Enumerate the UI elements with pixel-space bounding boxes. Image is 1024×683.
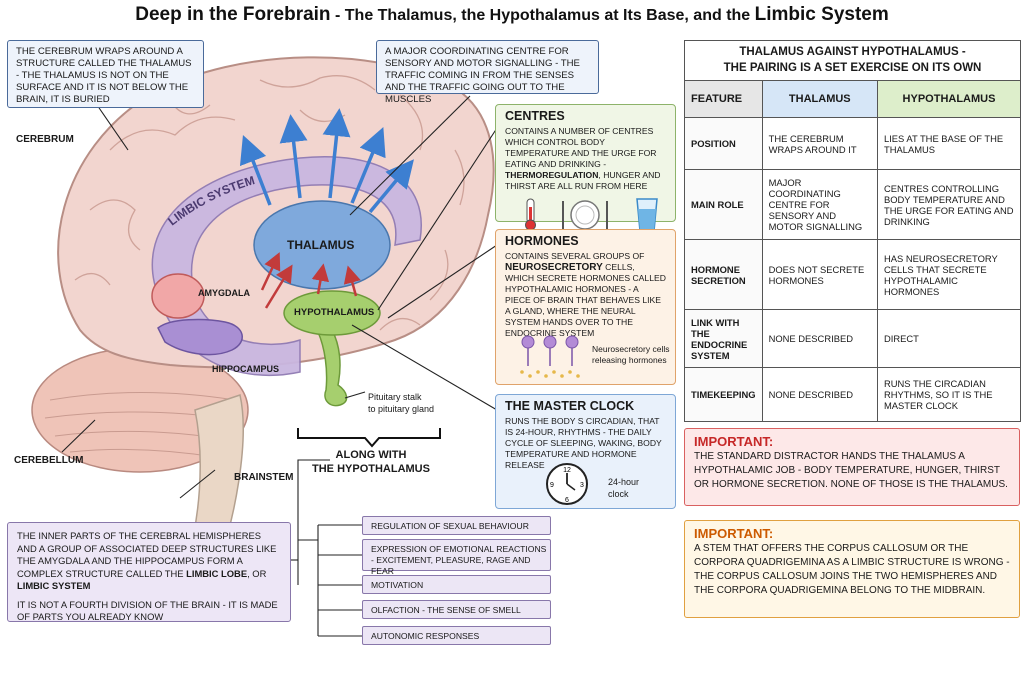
title-part-2: - The Thalamus, the Hypothalamus at Its … xyxy=(330,7,755,24)
function-item: Autonomic responses xyxy=(362,626,551,645)
amygdala-label: AMYGDALA xyxy=(198,288,250,298)
function-item: Motivation xyxy=(362,575,551,594)
important-text-1: The standard distractor hands the thalam… xyxy=(694,451,1008,490)
header-thalamus: THALAMUS xyxy=(761,80,878,118)
hormones-caption-2: releasing hormones xyxy=(592,355,667,365)
hypothalamus-shape xyxy=(283,290,381,336)
hippocampus-label: HIPPOCAMPUS xyxy=(212,364,280,374)
hormones-title: HORMONES xyxy=(505,234,579,248)
neurosecretory-cells-icon xyxy=(520,335,580,378)
hormones-caption-1: Neurosecretory cells xyxy=(592,344,670,354)
pituitary-label-2: to pituitary gland xyxy=(368,404,435,414)
comparison-table: FEATURE THALAMUS HYPOTHALAMUS POSITION T… xyxy=(684,80,1022,422)
centres-card: CENTRES Contains a number of centres whi… xyxy=(495,104,676,232)
title-part-3: Limbic System xyxy=(754,4,889,25)
limbic-system-shape xyxy=(151,156,422,377)
centres-title: CENTRES xyxy=(505,109,565,123)
brain-illustration xyxy=(31,56,498,637)
centres-text: Contains a number of centres which contr… xyxy=(505,126,661,191)
centres-icons xyxy=(525,198,658,232)
page-title: Deep in the Forebrain - The Thalamus, th… xyxy=(0,4,1024,26)
master-clock-title: THE MASTER CLOCK xyxy=(505,399,635,413)
table-row: POSITION The cerebrum wraps around it Li… xyxy=(684,117,1022,170)
important-title-2: IMPORTANT: xyxy=(694,526,774,541)
limbic-system-note: The inner parts of the cerebral hemisphe… xyxy=(7,522,291,622)
amygdala-shape xyxy=(151,273,205,319)
header-feature: FEATURE xyxy=(684,80,763,118)
brainstem-label: BRAINSTEM xyxy=(234,472,294,483)
along-with-label-1: ALONG WITH xyxy=(335,449,407,461)
hypothalamus-bracket xyxy=(297,428,441,448)
clock-caption-1: 24-hour xyxy=(608,477,640,487)
svg-text:6: 6 xyxy=(565,497,569,504)
limbic-label-layer: LIMBIC SYSTEM xyxy=(165,173,256,228)
outgoing-signal-arrows xyxy=(239,108,414,214)
function-item: Expression of emotional reactions - exci… xyxy=(362,539,551,576)
pituitary-label-1: Pituitary stalk xyxy=(368,392,422,402)
clock-icon: 12 3 6 9 xyxy=(546,463,588,505)
coordinating-note: A major coordinating centre for sensory … xyxy=(376,40,599,105)
important-box-limbic: IMPORTANT: A stem that offers the corpus… xyxy=(684,520,1020,618)
functions-connector xyxy=(297,459,362,637)
hormones-text: Contains several groups of neurosecretor… xyxy=(505,251,666,338)
header-hypothalamus: HYPOTHALAMUS xyxy=(876,80,1022,118)
table-row: MAIN ROLE Major coordinating centre for … xyxy=(684,169,1022,240)
table-header-row: FEATURE THALAMUS HYPOTHALAMUS xyxy=(684,80,1022,118)
plate-and-cutlery-icon xyxy=(562,200,608,230)
important-title-1: IMPORTANT: xyxy=(694,434,774,449)
cerebrum-wrap-note: The cerebrum wraps around a structure ca… xyxy=(7,40,204,108)
important-box-thalamus: IMPORTANT: The standard distractor hands… xyxy=(684,428,1020,506)
important-text-2: A stem that offers the corpus callosum o… xyxy=(694,543,1010,596)
master-clock-text: Runs the body s circadian, that is 24-ho… xyxy=(505,416,662,470)
svg-text:12: 12 xyxy=(563,467,571,474)
function-item: Olfaction - the sense of smell xyxy=(362,600,551,619)
cerebellum-label: CEREBELLUM xyxy=(14,455,84,466)
table-row: TIMEKEEPING None described Runs the circ… xyxy=(684,367,1022,422)
comparison-table-title: THALAMUS AGAINST HYPOTHALAMUS - THE PAIR… xyxy=(684,40,1021,80)
svg-text:LIMBIC SYSTEM: LIMBIC SYSTEM xyxy=(165,173,256,228)
limbic-note-paragraph-1: The inner parts of the cerebral hemisphe… xyxy=(17,530,277,591)
cerebrum-label: CEREBRUM xyxy=(16,134,74,145)
limbic-system-label: LIMBIC SYSTEM xyxy=(165,173,256,228)
title-part-1: Deep in the Forebrain xyxy=(135,4,331,25)
svg-text:3: 3 xyxy=(580,482,584,489)
coordinating-text: A major coordinating centre for sensory … xyxy=(385,46,580,105)
incoming-signal-arrows xyxy=(260,252,361,309)
hormones-card: HORMONES Contains several groups of neur… xyxy=(495,229,676,385)
cerebrum-wrap-text: The cerebrum wraps around a structure ca… xyxy=(16,46,192,105)
svg-text:9: 9 xyxy=(550,482,554,489)
along-with-label-2: THE HYPOTHALAMUS xyxy=(312,463,430,475)
function-item: Regulation of sexual behaviour xyxy=(362,516,551,535)
pituitary-stalk-shape xyxy=(316,329,348,407)
thalamus-label: THALAMUS xyxy=(287,238,355,252)
table-row: LINK WITH THE ENDOCRINE SYSTEM None desc… xyxy=(684,309,1022,368)
limbic-note-paragraph-2: It is not a fourth division of the brain… xyxy=(17,598,278,623)
master-clock-card: THE MASTER CLOCK Runs the body s circadi… xyxy=(495,394,676,509)
clock-caption-2: clock xyxy=(608,489,629,499)
thermometer-icon xyxy=(525,198,536,231)
table-row: HORMONE SECRETION Does not secrete hormo… xyxy=(684,239,1022,310)
hypothalamus-label: HYPOTHALAMUS xyxy=(294,307,375,318)
hippocampus-shape xyxy=(157,318,243,356)
glass-of-water-icon xyxy=(636,198,658,232)
